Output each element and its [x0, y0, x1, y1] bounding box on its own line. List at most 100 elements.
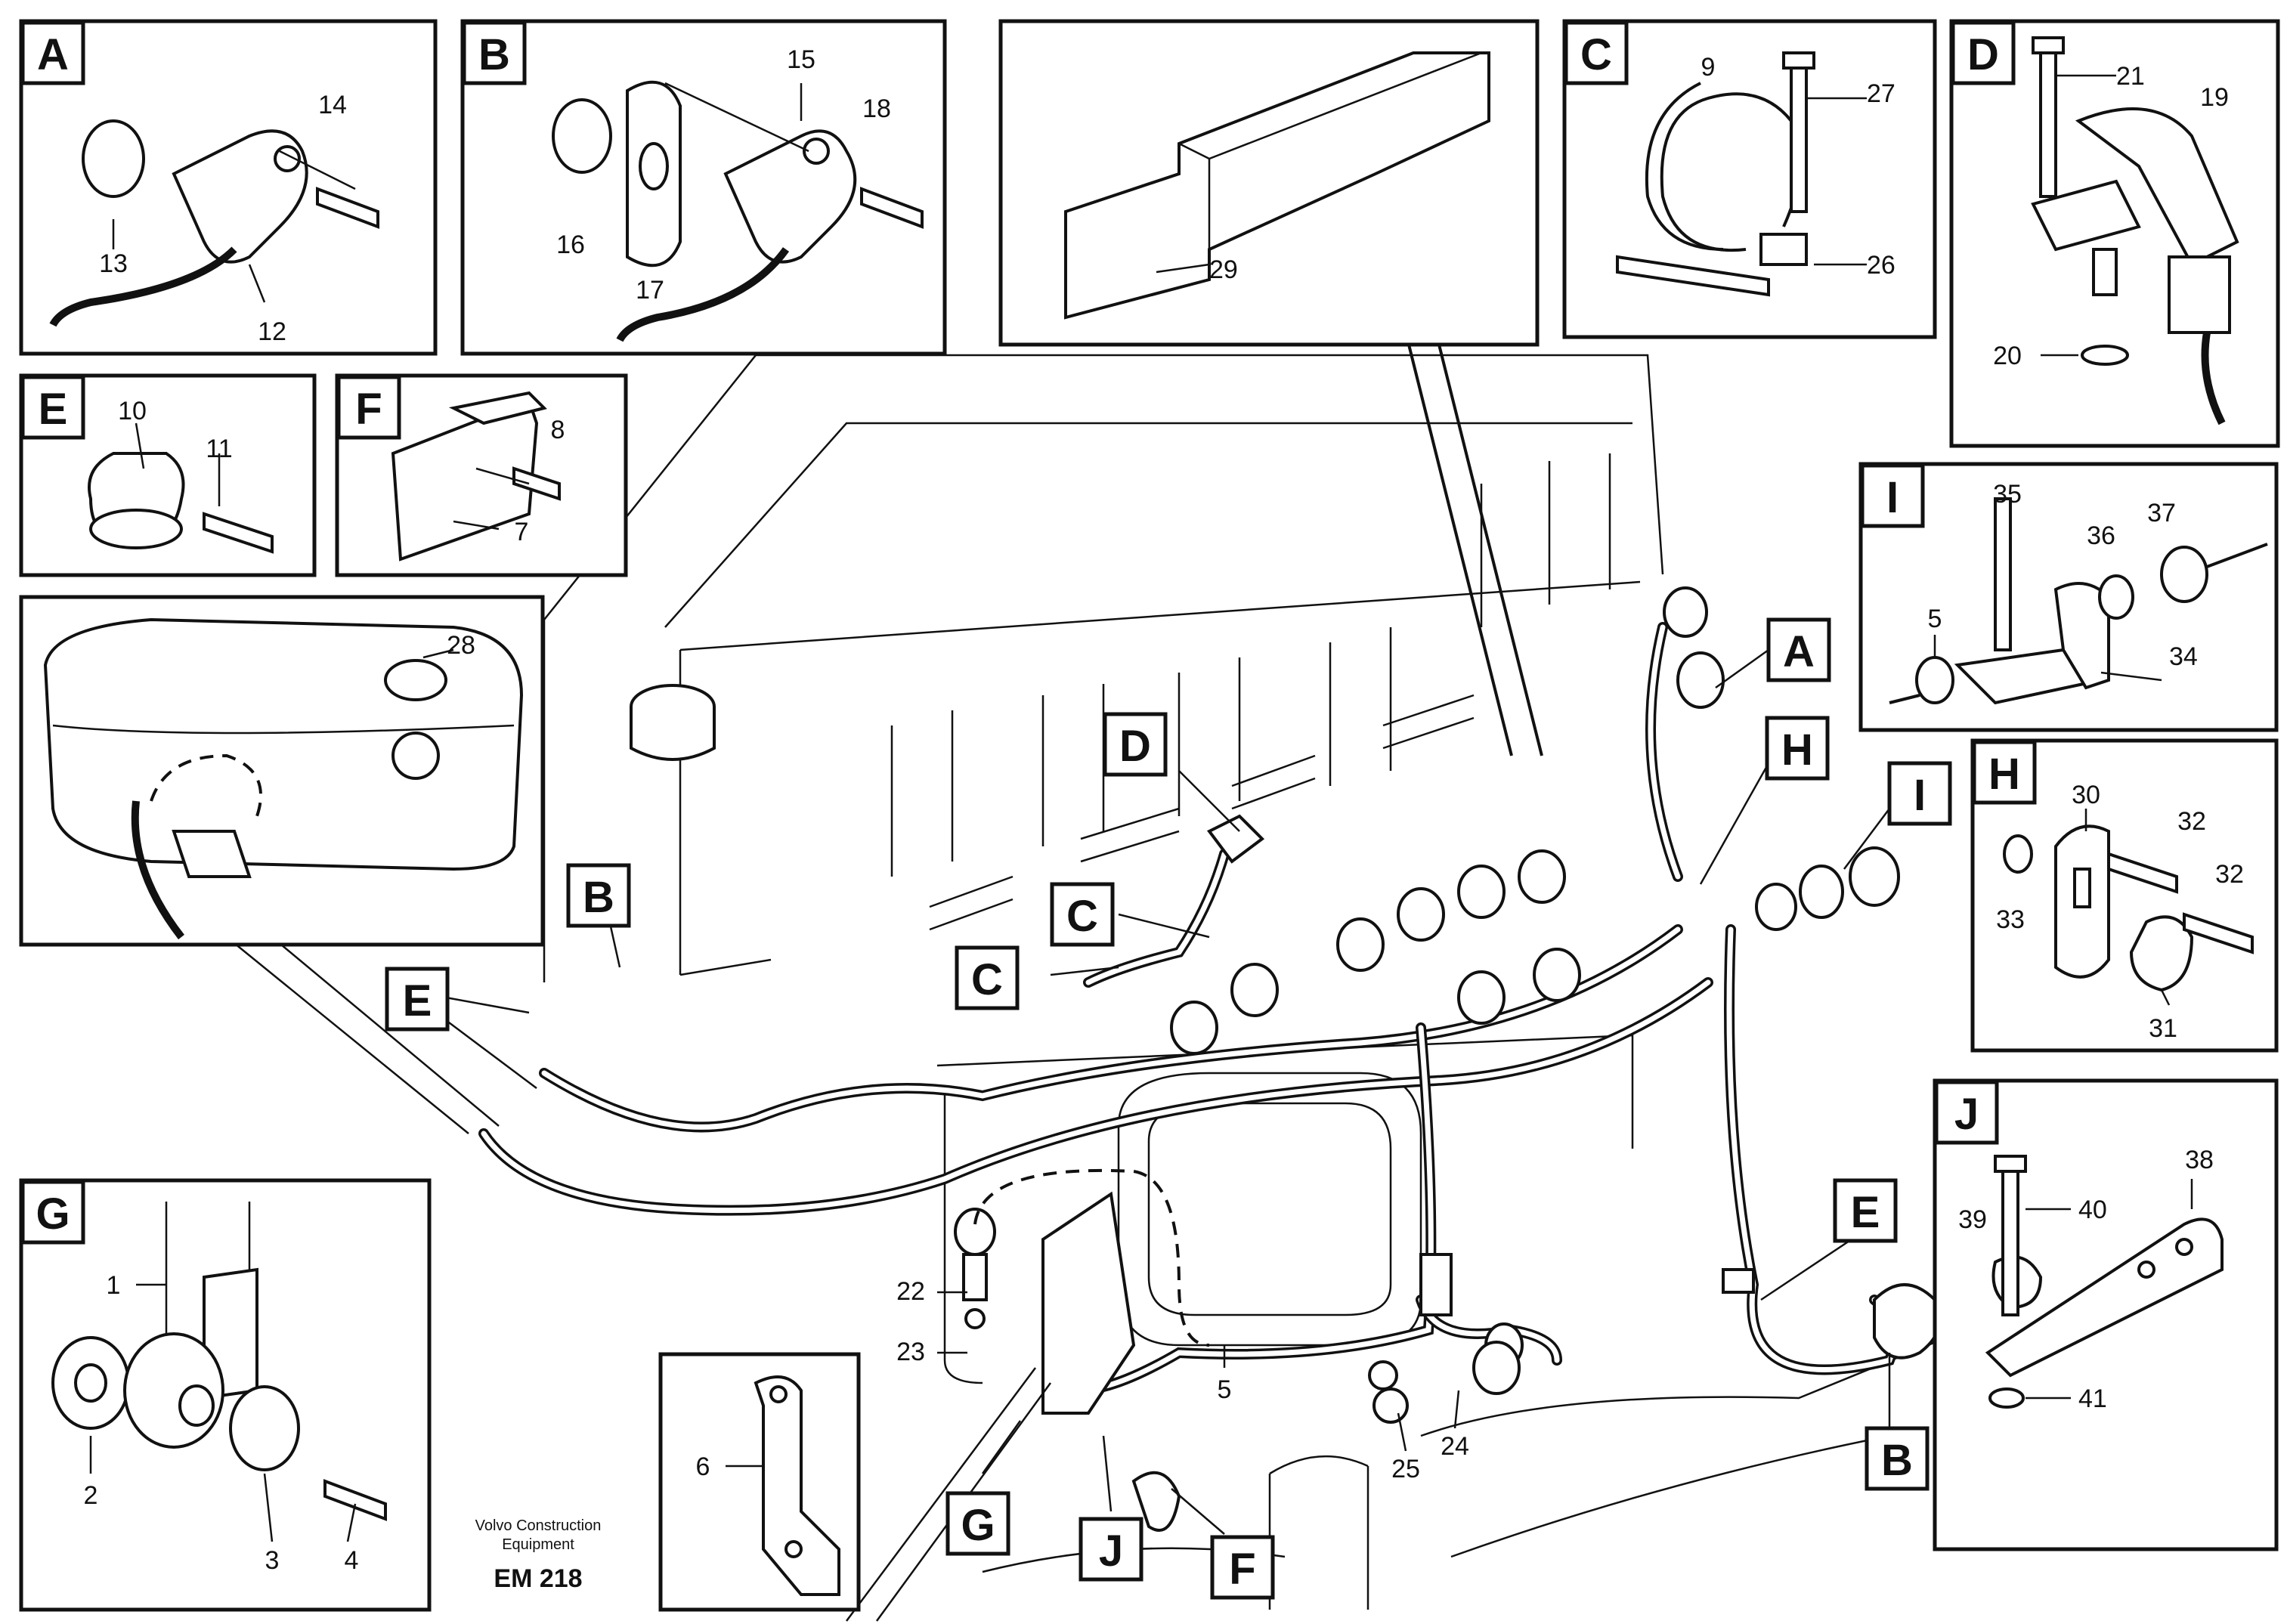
inset-plate: [998, 19, 1540, 347]
part-number-41: 41: [2078, 1384, 2107, 1413]
part-number-33: 33: [1996, 905, 2025, 934]
part-number-3: 3: [265, 1546, 280, 1575]
part-number-21: 21: [2116, 62, 2145, 91]
svg-text:C: C: [971, 955, 1003, 1004]
location-tag-C-upper: C: [1050, 882, 1115, 947]
svg-text:I: I: [1914, 771, 1926, 820]
part-number-24: 24: [1441, 1432, 1469, 1461]
part-number-25: 25: [1391, 1455, 1420, 1483]
panel-tag-A: A: [20, 20, 85, 85]
part-number-9: 9: [1701, 53, 1716, 82]
panel-tag-F: F: [336, 375, 401, 440]
part-number-17: 17: [636, 276, 664, 305]
svg-text:G: G: [961, 1501, 995, 1550]
part-number-15: 15: [787, 45, 815, 74]
svg-text:A: A: [37, 30, 69, 79]
filler-cap-engine: [630, 684, 716, 761]
drawing-code: EM 218: [494, 1564, 582, 1593]
location-tag-B-right: B: [1865, 1426, 1930, 1491]
panel-tag-B: B: [462, 20, 527, 85]
location-tag-G: G: [945, 1491, 1010, 1556]
part-number-39: 39: [1958, 1205, 1987, 1234]
part-number-11: 11: [206, 435, 232, 463]
location-tag-H: H: [1765, 716, 1830, 781]
part-number-29: 29: [1209, 255, 1238, 284]
svg-text:F: F: [355, 385, 382, 434]
part-number-36: 36: [2087, 521, 2115, 550]
part-number-5-main: 5: [1218, 1375, 1232, 1404]
part-number-32-upper: 32: [2177, 807, 2206, 836]
part-number-27: 27: [1867, 79, 1896, 108]
location-tag-C-lower: C: [955, 945, 1020, 1010]
location-tag-I: I: [1887, 761, 1952, 826]
location-tag-A: A: [1766, 617, 1831, 682]
svg-text:D: D: [1967, 30, 1999, 79]
svg-text:A: A: [1783, 627, 1815, 676]
svg-text:B: B: [583, 873, 614, 922]
svg-text:F: F: [1229, 1545, 1255, 1594]
part-number-26: 26: [1867, 251, 1896, 280]
footer: Volvo Construction Equipment EM 218: [475, 1517, 602, 1593]
location-tags: A H I D C C B E E B G J F: [385, 617, 1952, 1600]
panel-tag-E: E: [20, 375, 85, 440]
panel-tag-H: H: [1972, 740, 2037, 805]
svg-text:C: C: [1580, 30, 1612, 79]
part-number-23: 23: [896, 1338, 925, 1366]
panel-tag-C: C: [1564, 20, 1629, 85]
part-number-16: 16: [556, 230, 585, 259]
location-tag-D: D: [1103, 712, 1168, 777]
engine-illustration: [543, 354, 1966, 1610]
part-number-14: 14: [318, 91, 347, 119]
svg-text:H: H: [1781, 725, 1813, 775]
svg-text:B: B: [478, 30, 510, 79]
inset-J: [1933, 1078, 2279, 1551]
inset-G: [19, 1178, 432, 1612]
inset-bracket: [658, 1352, 861, 1612]
part-number-40: 40: [2078, 1196, 2107, 1224]
part-number-32-lower: 32: [2215, 860, 2244, 889]
inset-I: [1858, 462, 2279, 732]
svg-text:C: C: [1066, 892, 1098, 941]
panel-labels: A B C D E F G I H J: [20, 20, 2037, 1245]
svg-text:E: E: [39, 385, 68, 434]
part-number-38: 38: [2185, 1146, 2214, 1174]
part-number-19: 19: [2200, 83, 2229, 112]
svg-text:G: G: [36, 1189, 70, 1239]
inset-D: [1949, 19, 2280, 448]
callout-leaders: [226, 332, 1543, 1622]
part-number-1: 1: [107, 1271, 121, 1300]
part-number-5-inset: 5: [1928, 605, 1942, 633]
panel-tag-I: I: [1860, 463, 1925, 528]
part-number-4: 4: [345, 1546, 359, 1575]
part-number-34: 34: [2169, 642, 2198, 671]
inset-tank: [19, 595, 545, 947]
part-number-18: 18: [862, 94, 891, 123]
panel-tag-J: J: [1934, 1080, 1999, 1145]
harness-connectors: [954, 586, 1942, 1532]
location-tag-F: F: [1210, 1535, 1275, 1600]
svg-text:E: E: [1851, 1188, 1880, 1237]
svg-text:J: J: [1099, 1527, 1123, 1576]
part-number-37: 37: [2147, 499, 2176, 527]
part-number-8: 8: [551, 416, 565, 444]
part-number-2: 2: [84, 1481, 98, 1510]
panel-tag-D: D: [1951, 20, 2016, 85]
part-number-10: 10: [118, 397, 147, 425]
part-number-22: 22: [896, 1277, 925, 1306]
part-number-28: 28: [447, 631, 475, 660]
location-tag-J: J: [1079, 1517, 1144, 1582]
maker-line-1: Volvo Construction: [475, 1517, 602, 1534]
svg-text:B: B: [1881, 1436, 1913, 1485]
maker-line-2: Equipment: [502, 1536, 574, 1553]
svg-text:H: H: [1988, 750, 2020, 799]
svg-text:D: D: [1119, 722, 1151, 771]
part-number-30: 30: [2072, 781, 2100, 809]
part-number-13: 13: [99, 249, 128, 278]
part-number-6: 6: [696, 1452, 710, 1481]
svg-text:E: E: [403, 976, 432, 1025]
location-tag-E-left: E: [385, 967, 450, 1032]
panel-tag-G: G: [20, 1180, 85, 1245]
part-number-31: 31: [2149, 1014, 2177, 1043]
inset-A: [19, 19, 438, 356]
